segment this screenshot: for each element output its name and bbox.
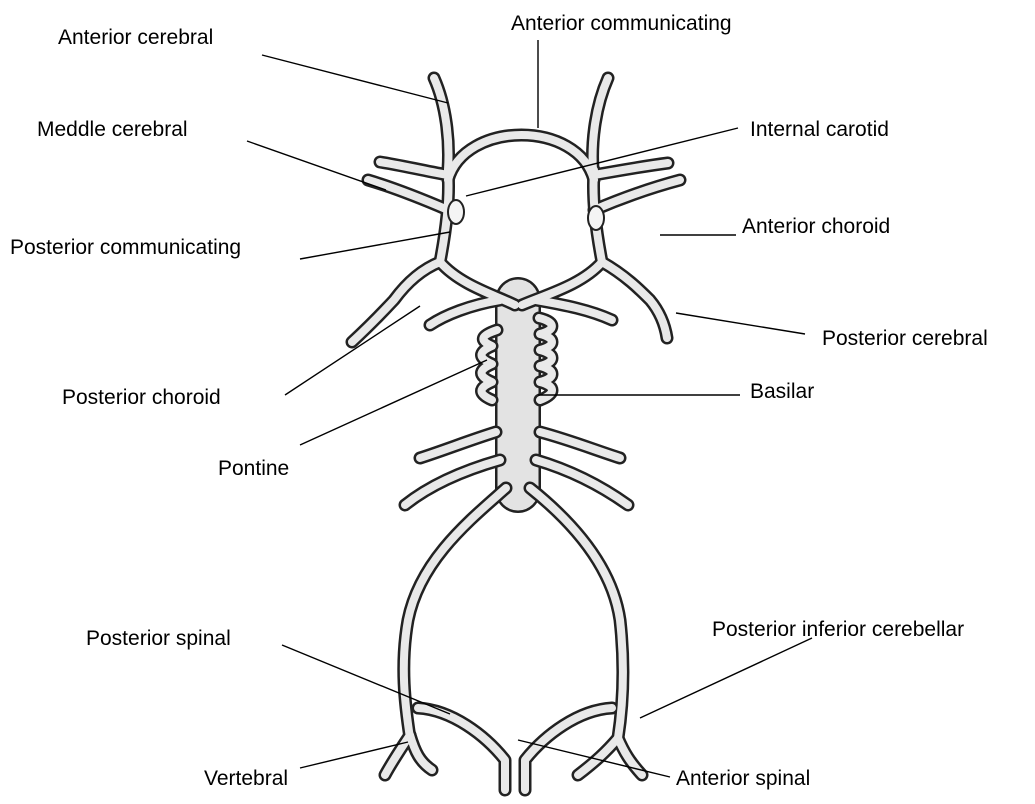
artery-drawing — [352, 78, 680, 790]
label-anterior-spinal: Anterior spinal — [676, 767, 810, 790]
label-posterior-inferior-cerebellar: Posterior inferior cerebellar — [712, 618, 964, 641]
label-posterior-spinal: Posterior spinal — [86, 627, 231, 650]
label-posterior-cerebral: Posterior cerebral — [822, 327, 988, 350]
label-anterior-communicating: Anterior communicating — [511, 12, 732, 35]
label-posterior-choroid: Posterior choroid — [62, 386, 221, 409]
label-meddle-cerebral: Meddle cerebral — [37, 118, 188, 141]
label-pontine: Pontine — [218, 457, 289, 480]
label-internal-carotid: Internal carotid — [750, 118, 889, 141]
label-anterior-choroid: Anterior choroid — [742, 215, 890, 238]
label-anterior-cerebral: Anterior cerebral — [58, 26, 213, 49]
label-vertebral: Vertebral — [204, 767, 288, 790]
label-basilar: Basilar — [750, 380, 814, 403]
internal-carotid-ends — [448, 200, 604, 230]
label-posterior-communicating: Posterior communicating — [10, 236, 241, 259]
